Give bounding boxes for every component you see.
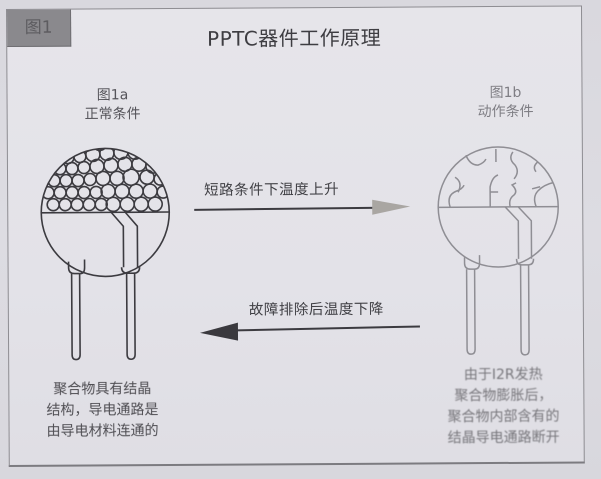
panel-b-desc-line: 由于I2R发热: [463, 366, 543, 384]
panel-b-desc-line: 结晶导电通路断开: [447, 429, 560, 447]
forward-arrow-label: 短路条件下温度上升: [204, 181, 340, 199]
forward-arrow-icon: [194, 199, 411, 215]
panel-b-desc-line: 聚合物膨胀后，: [454, 387, 553, 405]
panel-a-desc-line: 聚合物具有结晶: [53, 381, 152, 398]
panel-b-desc-line: 聚合物内部含有的: [447, 408, 560, 426]
panel-a-desc-line: 由导电材料连通的: [46, 423, 159, 440]
pptc-device-tripped-icon: [437, 146, 559, 356]
panel-a-description: 聚合物具有结晶 结构，导电通路是 由导电材料连通的: [27, 379, 177, 443]
panel-a-desc-line: 结构，导电通路是: [46, 402, 159, 419]
backward-arrow-label: 故障排除后温度下降: [248, 301, 384, 319]
pptc-device-normal-icon: [40, 147, 171, 361]
diagram-page: 图1 PPTC器件工作原理 图1a 正常条件 图1b 动作条件: [6, 5, 585, 467]
backward-arrow-icon: [199, 322, 420, 341]
panel-b-description: 由于I2R发热 聚合物膨胀后， 聚合物内部含有的 结晶导电通路断开: [433, 365, 574, 450]
